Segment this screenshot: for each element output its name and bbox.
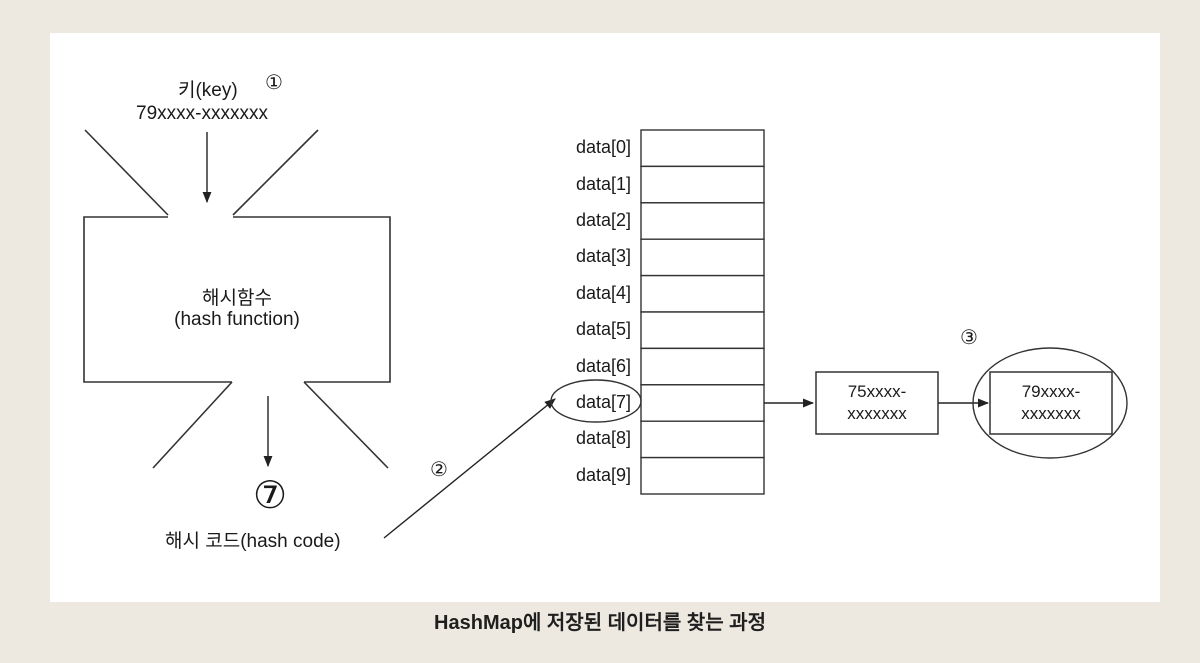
node1-text: 75xxxx- xxxxxxx [816,381,938,425]
slot-label: data[3] [575,246,631,267]
table-cell [640,456,765,495]
node1-line1: 75xxxx- [847,382,907,401]
slot-label: data[8] [575,428,631,449]
table-cell [640,420,765,459]
hash-table [640,129,765,495]
key-value: 79xxxx-xxxxxxx [136,103,268,124]
found-node-ellipse [972,347,1128,459]
slot-label: data[2] [575,210,631,230]
slot-label: data[5] [575,319,631,340]
key-title: 키(key) [178,80,238,101]
slot-label: data[6] [575,355,631,376]
slot-highlight-ellipse [550,379,642,423]
table-cell [640,129,765,168]
slot-label: data[1] [575,173,631,194]
table-cell [640,165,765,204]
step-1-marker: ① [265,72,283,94]
step-2-marker: ② [430,459,448,481]
node2-text: 79xxxx- xxxxxxx [990,381,1112,425]
table-cell [640,274,765,313]
slot-label: data[0] [575,137,631,158]
node2-line2: xxxxxxx [1021,404,1081,423]
step-3-marker: ③ [960,327,978,349]
figure-caption: HashMap에 저장된 데이터를 찾는 과정 [434,612,766,634]
node2-line1: 79xxxx- [1021,382,1081,401]
hash-code-value: ⑦ [252,475,288,517]
table-cell [640,311,765,350]
hash-code-label: 해시 코드(hash code) [165,531,341,552]
diagram-panel [50,33,1160,602]
node1-line2: xxxxxxx [847,404,907,423]
hash-function-shape [83,129,391,469]
slot-label: data[9] [575,464,631,485]
hash-function-label-english: (hash function) [174,309,300,330]
chain-node-79 [989,371,1113,435]
table-cell [640,202,765,240]
code-to-slot-arrow [383,398,556,539]
slot-label: data[7] [575,392,631,412]
table-cell [640,384,765,422]
hash-function-label-korean: 해시함수 [202,288,272,309]
table-cell [640,347,765,386]
table-cell [640,238,765,277]
slot-label: data[4] [575,282,631,303]
